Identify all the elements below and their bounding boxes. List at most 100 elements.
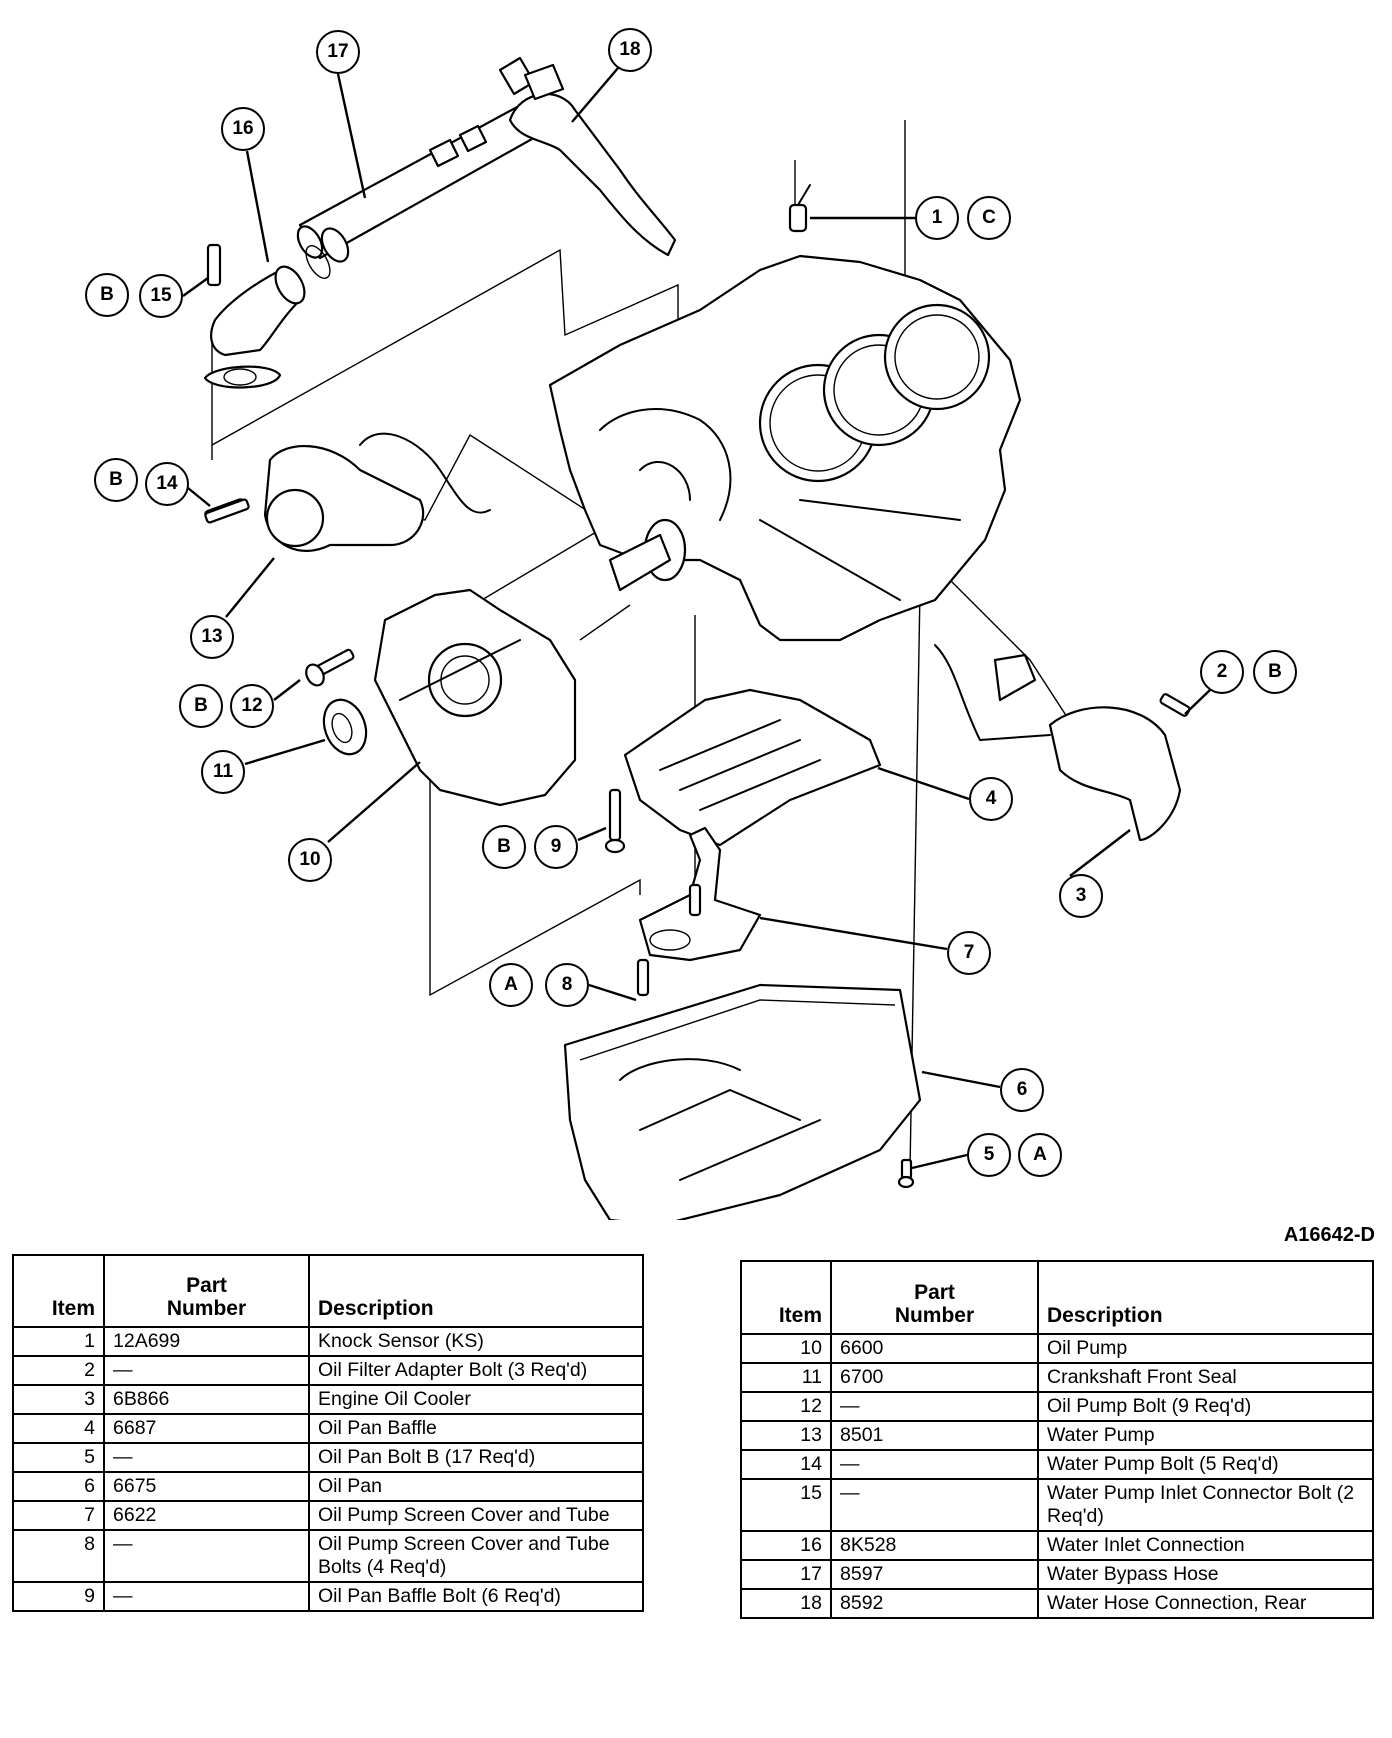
cell-part-number: 8592 xyxy=(830,1588,1039,1619)
callout-1[interactable]: 1 xyxy=(915,196,959,240)
cell-description: Water Pump Bolt (5 Req'd) xyxy=(1037,1449,1374,1480)
callout-2[interactable]: 2 xyxy=(1200,650,1244,694)
header-item: Item xyxy=(740,1260,832,1335)
cell-item: 18 xyxy=(740,1588,832,1619)
cell-item: 9 xyxy=(12,1581,105,1612)
header-description: Description xyxy=(1037,1260,1374,1335)
cell-item: 5 xyxy=(12,1442,105,1473)
callout-9[interactable]: 9 xyxy=(534,825,578,869)
oil-pump-bolt-drawing xyxy=(305,648,355,687)
cell-description: Oil Pump Bolt (9 Req'd) xyxy=(1037,1391,1374,1422)
leader-lines xyxy=(182,67,1211,1170)
cell-item: 12 xyxy=(740,1391,832,1422)
cell-part-number: — xyxy=(830,1391,1039,1422)
cell-item: 2 xyxy=(12,1355,105,1386)
oil-pump-drawing xyxy=(373,588,577,807)
engine-block-drawing xyxy=(548,254,1022,642)
callout-letter-b[interactable]: B xyxy=(179,684,223,728)
cell-item: 15 xyxy=(740,1478,832,1532)
cell-description: Oil Pump Screen Cover and Tube Bolts (4 … xyxy=(308,1529,644,1583)
cell-part-number: 6687 xyxy=(103,1413,310,1444)
callout-letter-b[interactable]: B xyxy=(1253,650,1297,694)
cell-description: Oil Pan xyxy=(308,1471,644,1502)
cell-item: 17 xyxy=(740,1559,832,1590)
screen-cover-bolt-drawing xyxy=(636,883,702,997)
header-part-number: Part Number xyxy=(830,1260,1039,1335)
table-row: 5—Oil Pan Bolt B (17 Req'd) xyxy=(12,1442,644,1473)
callout-13[interactable]: 13 xyxy=(190,615,234,659)
callout-letter-b[interactable]: B xyxy=(94,458,138,502)
water-pump-drawing xyxy=(204,432,491,552)
water-inlet-connection-drawing xyxy=(203,243,331,389)
callout-letter-c[interactable]: C xyxy=(967,196,1011,240)
callout-5[interactable]: 5 xyxy=(967,1133,1011,1177)
cell-part-number: — xyxy=(103,1442,310,1473)
table-row: 14—Water Pump Bolt (5 Req'd) xyxy=(740,1449,1374,1480)
cell-item: 11 xyxy=(740,1362,832,1393)
cell-description: Oil Pan Baffle xyxy=(308,1413,644,1444)
callout-3[interactable]: 3 xyxy=(1059,874,1103,918)
cell-part-number: 6622 xyxy=(103,1500,310,1531)
callout-7[interactable]: 7 xyxy=(947,931,991,975)
cell-description: Water Inlet Connection xyxy=(1037,1530,1374,1561)
cell-part-number: 6700 xyxy=(830,1362,1039,1393)
callout-12[interactable]: 12 xyxy=(230,684,274,728)
water-bypass-hose-drawing xyxy=(296,98,550,263)
callout-15[interactable]: 15 xyxy=(139,274,183,318)
header-part-line2: Number xyxy=(894,1304,975,1327)
callout-17[interactable]: 17 xyxy=(316,30,360,74)
callout-6[interactable]: 6 xyxy=(1000,1068,1044,1112)
water-hose-connection-drawing xyxy=(498,56,677,257)
cell-item: 16 xyxy=(740,1530,832,1561)
cell-part-number: 6B866 xyxy=(103,1384,310,1415)
callout-18[interactable]: 18 xyxy=(608,28,652,72)
callout-14[interactable]: 14 xyxy=(145,462,189,506)
callout-letter-b[interactable]: B xyxy=(85,273,129,317)
cell-part-number: 8597 xyxy=(830,1559,1039,1590)
oil-pan-bolt-drawing xyxy=(897,1158,915,1189)
cell-item: 1 xyxy=(12,1326,105,1357)
header-item: Item xyxy=(12,1254,105,1328)
cell-part-number: 6675 xyxy=(103,1471,310,1502)
cell-description: Crankshaft Front Seal xyxy=(1037,1362,1374,1393)
callout-11[interactable]: 11 xyxy=(201,750,245,794)
cell-part-number: 8501 xyxy=(830,1420,1039,1451)
cell-part-number: 6600 xyxy=(830,1333,1039,1364)
water-pump-bolt-drawing xyxy=(204,498,250,524)
cell-description: Water Bypass Hose xyxy=(1037,1559,1374,1590)
cell-description: Engine Oil Cooler xyxy=(308,1384,644,1415)
callout-letter-a[interactable]: A xyxy=(1018,1133,1062,1177)
cell-description: Water Hose Connection, Rear xyxy=(1037,1588,1374,1619)
figure-id: A16642-D xyxy=(1283,1224,1375,1246)
cell-description: Water Pump Inlet Connector Bolt (2 Req'd… xyxy=(1037,1478,1374,1532)
table-row: 8—Oil Pump Screen Cover and Tube Bolts (… xyxy=(12,1529,644,1583)
cell-description: Oil Pump xyxy=(1037,1333,1374,1364)
cell-part-number: — xyxy=(830,1449,1039,1480)
callout-4[interactable]: 4 xyxy=(969,777,1013,821)
callout-16[interactable]: 16 xyxy=(221,107,265,151)
cell-description: Water Pump xyxy=(1037,1420,1374,1451)
callout-10[interactable]: 10 xyxy=(288,838,332,882)
knock-sensor-drawing xyxy=(788,184,811,233)
cell-item: 10 xyxy=(740,1333,832,1364)
header-part-line1: Part xyxy=(186,1274,227,1297)
callout-8[interactable]: 8 xyxy=(545,963,589,1007)
cell-item: 7 xyxy=(12,1500,105,1531)
callout-letter-a[interactable]: A xyxy=(489,963,533,1007)
cell-part-number: — xyxy=(103,1529,310,1583)
callout-letter-b[interactable]: B xyxy=(482,825,526,869)
oil-pan-baffle-drawing xyxy=(623,688,882,847)
cell-part-number: — xyxy=(830,1478,1039,1532)
cell-description: Oil Pump Screen Cover and Tube xyxy=(308,1500,644,1531)
cell-part-number: — xyxy=(103,1355,310,1386)
cell-description: Oil Filter Adapter Bolt (3 Req'd) xyxy=(308,1355,644,1386)
